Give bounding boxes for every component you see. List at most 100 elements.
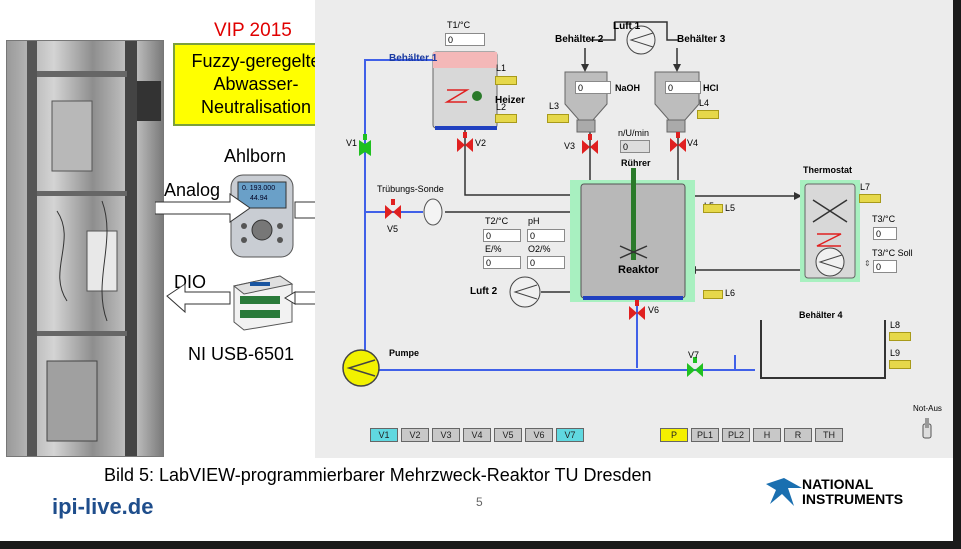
ahlborn-device: 0. 193.000 44.94 <box>230 174 294 258</box>
ni-usb-label: NI USB-6501 <box>188 344 295 364</box>
behaelter2-label: Behälter 2 <box>555 34 604 45</box>
e-label: E/% <box>485 244 502 254</box>
valve-v4 <box>670 132 686 152</box>
valve-v3 <box>582 134 598 154</box>
fuzzy-title-box: Fuzzy-geregelte Abwasser- Neutralisation <box>173 43 339 126</box>
l3-label: L3 <box>549 101 560 111</box>
naoh-value[interactable]: 0 <box>575 81 611 94</box>
footer-site: ipi-live.de <box>52 494 154 519</box>
truebungs-sonde-label: Trübungs-Sonde <box>377 184 444 194</box>
button-v6[interactable]: V6 <box>525 428 553 442</box>
naoh-label: NaOH <box>615 83 641 93</box>
v2-label: V2 <box>475 138 487 148</box>
l8-lamp <box>889 332 911 341</box>
button-v1[interactable]: V1 <box>370 428 398 442</box>
page-number: 5 <box>476 495 483 509</box>
slide-frame-bottom <box>0 541 961 549</box>
l4-lamp <box>697 110 719 119</box>
l9-lamp <box>889 360 911 369</box>
hcl-value[interactable]: 0 <box>665 81 701 94</box>
button-pl2[interactable]: PL2 <box>722 428 750 442</box>
t3soll-value[interactable]: 0 <box>873 260 897 273</box>
l6-lamp <box>703 290 723 299</box>
button-v5[interactable]: V5 <box>494 428 522 442</box>
ph-value[interactable]: 0 <box>527 229 565 242</box>
ni-logo: NATIONAL INSTRUMENTS <box>764 474 914 510</box>
fuzzy-title-line1: Fuzzy-geregelte <box>191 51 321 71</box>
button-th[interactable]: TH <box>815 428 843 442</box>
l4-label: L4 <box>699 98 710 108</box>
valve-v6 <box>629 300 645 320</box>
v6-label: V6 <box>648 305 660 315</box>
l1-label: L1 <box>496 63 507 73</box>
ni-eagle-icon <box>766 478 802 506</box>
l7-lamp <box>859 194 881 203</box>
t2-value[interactable]: 0 <box>483 229 521 242</box>
rpm-label: n/U/min <box>618 128 650 138</box>
t3soll-stepper-icon[interactable]: ⇕ <box>864 259 871 268</box>
behaelter4-label: Behälter 4 <box>799 310 843 320</box>
v7-label: V7 <box>688 350 700 360</box>
thermostat-label: Thermostat <box>803 165 853 175</box>
e-value[interactable]: 0 <box>483 256 521 269</box>
button-h[interactable]: H <box>753 428 781 442</box>
button-v2[interactable]: V2 <box>401 428 429 442</box>
lab-rig-photo <box>6 40 164 457</box>
ahlborn-display-line1: 0. 193.000 <box>242 185 276 192</box>
l8-label: L8 <box>890 320 901 330</box>
ahlborn-display-line2: 44.94 <box>250 195 268 202</box>
pumpe-label: Pumpe <box>389 348 420 358</box>
l6-label: L6 <box>725 288 736 298</box>
heizer-label: Heizer <box>495 95 526 106</box>
analog-label: Analog <box>164 180 221 200</box>
button-v3[interactable]: V3 <box>432 428 460 442</box>
figure-caption: Bild 5: LabVIEW-programmierbarer Mehrzwe… <box>104 465 652 485</box>
rpm-value[interactable]: 0 <box>620 140 650 153</box>
valve-v1 <box>359 134 371 156</box>
fuzzy-title-line2: Abwasser- <box>213 74 299 94</box>
valve-v2 <box>457 132 473 152</box>
t3soll-label: T3/°C Soll <box>872 248 913 258</box>
t3-label: T3/°C <box>872 214 896 224</box>
fuzzy-title-line3: Neutralisation <box>200 97 312 117</box>
l3-lamp <box>547 114 569 123</box>
reaktor-label: Reaktor <box>618 264 659 276</box>
o2-label: O2/% <box>528 244 551 254</box>
v4-label: V4 <box>687 138 699 148</box>
not-aus-label: Not-Aus <box>913 404 942 413</box>
button-p[interactable]: P <box>660 428 688 442</box>
hcl-label: HCl <box>703 83 719 93</box>
ni-logo-line1: NATIONAL <box>802 476 874 492</box>
v1-label: V1 <box>346 138 358 148</box>
v5-label: V5 <box>387 224 399 234</box>
l7-label: L7 <box>860 182 871 192</box>
l5-text: L5 <box>725 203 736 213</box>
l2-lamp <box>495 114 517 123</box>
l1-lamp <box>495 76 517 85</box>
button-pl1[interactable]: PL1 <box>691 428 719 442</box>
ph-label: pH <box>528 216 540 226</box>
process-diagram <box>342 21 932 439</box>
slide-frame-right <box>953 0 961 549</box>
behaelter1-label: Behälter 1 <box>389 53 438 64</box>
ni-usb-device <box>230 272 294 332</box>
luft1-label: Luft 1 <box>613 21 641 32</box>
ahlborn-label: Ahlborn <box>224 146 287 166</box>
luft2-label: Luft 2 <box>470 286 498 297</box>
l5-lamp <box>703 204 723 213</box>
t1-value[interactable]: 0 <box>445 33 485 46</box>
v3-label: V3 <box>564 141 576 151</box>
ni-logo-line2: INSTRUMENTS <box>802 491 904 507</box>
button-v7[interactable]: V7 <box>556 428 584 442</box>
o2-value[interactable]: 0 <box>527 256 565 269</box>
button-r[interactable]: R <box>784 428 812 442</box>
button-v4[interactable]: V4 <box>463 428 491 442</box>
t3-value[interactable]: 0 <box>873 227 897 240</box>
l2-label: L2 <box>496 102 507 112</box>
t1-label: T1/°C <box>447 20 471 30</box>
t2-label: T2/°C <box>485 216 509 226</box>
labview-front-panel: T1/°C 0 Behälter 1 Heizer L1 L2 Luft 1 B… <box>315 0 953 458</box>
ruehrer-label: Rührer <box>621 158 651 168</box>
valve-v5 <box>385 199 401 219</box>
